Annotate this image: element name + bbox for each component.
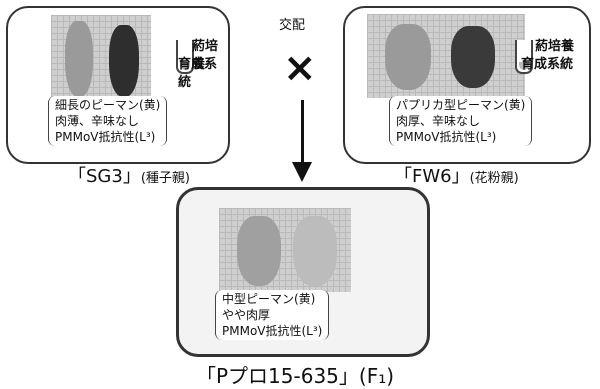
desc-line: PMMoV抵抗性(L³) xyxy=(55,130,156,144)
seed-parent-role: (種子親) xyxy=(140,171,190,186)
anther-line-2: 育成系統 xyxy=(178,57,218,90)
pepper-dark-icon xyxy=(109,25,139,97)
anther-line-2: 育成系統 xyxy=(521,57,574,72)
anther-culture-label: 葯培養 xyxy=(535,38,574,56)
desc-line: パプリカ型ピーマン(黄) xyxy=(396,98,526,112)
cross-symbol: × xyxy=(283,45,317,91)
f1-description: 中型ピーマン(黄) やや肉厚 PMMoV抵抗性(L³) xyxy=(215,290,330,340)
seed-parent-panel: 葯培養 育成系統 細長のピーマン(黄) 肉薄、辛味なし PMMoV抵抗性(L³) xyxy=(6,6,230,164)
pepper-light-icon xyxy=(385,24,431,90)
desc-line: 肉厚、辛味なし xyxy=(396,114,481,128)
anther-culture-label: 葯培養 xyxy=(192,38,228,74)
pollen-parent-photo xyxy=(367,14,525,98)
desc-line: PMMoV抵抗性(L³) xyxy=(396,130,497,144)
anther-culture-label-2: 育成系統 xyxy=(178,56,228,92)
anther-line-1: 葯培養 xyxy=(535,39,575,54)
pollen-parent-panel: 葯培養 育成系統 パプリカ型ピーマン(黄) 肉厚、辛味なし PMMoV抵抗性(L… xyxy=(343,6,591,164)
test-tube-icon xyxy=(515,40,533,74)
pepper-light-icon xyxy=(65,21,93,97)
seed-parent-description: 細長のピーマン(黄) 肉薄、辛味なし PMMoV抵抗性(L³) xyxy=(48,96,168,146)
desc-line: 肉薄、辛味なし xyxy=(55,114,140,128)
pepper-light-icon xyxy=(237,216,281,286)
f1-panel: 中型ピーマン(黄) やや肉厚 PMMoV抵抗性(L³) xyxy=(176,187,430,357)
f1-name: 「Pプロ15-635」(F₁) xyxy=(196,364,395,388)
pollen-parent-title: 「FW6」 xyxy=(394,166,470,187)
desc-line: PMMoV抵抗性(L³) xyxy=(222,324,323,338)
seed-parent-name: 「SG3」(種子親) xyxy=(68,162,190,188)
pollen-parent-description: パプリカ型ピーマン(黄) 肉厚、辛味なし PMMoV抵抗性(L³) xyxy=(389,96,533,146)
arrow-shaft xyxy=(301,100,304,164)
arrow-down-icon xyxy=(292,162,312,182)
test-tube-icon xyxy=(176,40,194,74)
desc-line: 中型ピーマン(黄) xyxy=(222,292,316,306)
f1-photo xyxy=(219,208,351,292)
seed-parent-title: 「SG3」 xyxy=(68,166,141,187)
desc-line: 細長のピーマン(黄) xyxy=(55,98,161,112)
anther-line-1: 葯培養 xyxy=(192,39,219,72)
pollen-parent-name: 「FW6」(花粉親) xyxy=(394,162,519,188)
desc-line: やや肉厚 xyxy=(222,308,271,322)
seed-parent-photo xyxy=(51,15,151,101)
anther-culture-label-2: 育成系統 xyxy=(521,56,573,74)
pepper-light-icon xyxy=(293,216,337,286)
pollen-parent-role: (花粉親) xyxy=(469,171,519,186)
pepper-dark-icon xyxy=(451,26,495,88)
cross-label: 交配 xyxy=(279,18,306,33)
